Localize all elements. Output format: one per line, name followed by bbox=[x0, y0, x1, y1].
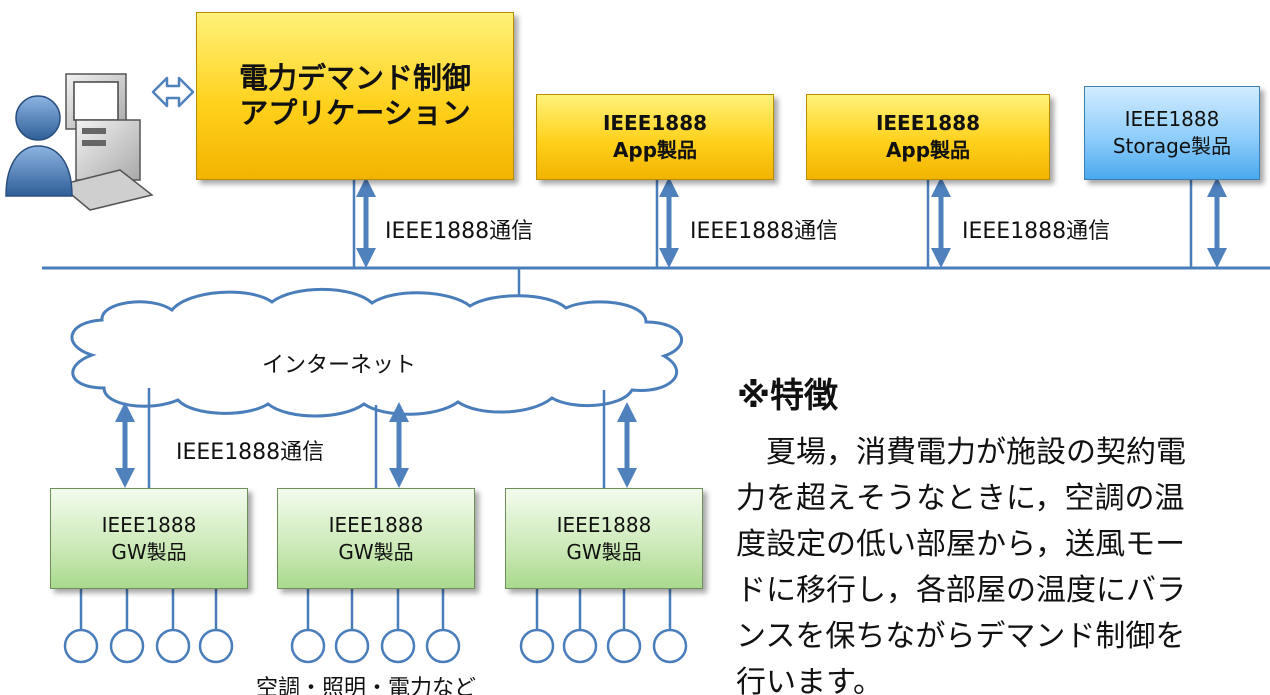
comm-label-2: IEEE1888通信 bbox=[690, 219, 839, 244]
gw-product-box-3: IEEE1888 GW製品 bbox=[505, 488, 703, 589]
gw-product-box-1: IEEE1888 GW製品 bbox=[50, 488, 248, 589]
feature-title: ※特徴 bbox=[737, 376, 839, 416]
app-product-1-line2: App製品 bbox=[612, 138, 698, 162]
gw-product-1-line1: IEEE1888 bbox=[101, 512, 197, 537]
app-product-2-line2: App製品 bbox=[885, 138, 971, 162]
gw-product-1-line2: GW製品 bbox=[111, 539, 187, 564]
comm-label-1: IEEE1888通信 bbox=[385, 219, 534, 244]
comm-label-3: IEEE1888通信 bbox=[962, 219, 1111, 244]
gw-product-3-line1: IEEE1888 bbox=[556, 512, 652, 537]
internet-label: インターネット bbox=[262, 353, 417, 378]
feature-body: 夏場，消費電力が施設の契約電 力を超えそうなときに，空調の温 度設定の低い部屋か… bbox=[736, 435, 1186, 695]
app-box-line1: 電力デマンド制御 bbox=[238, 61, 471, 95]
comm-label-gw: IEEE1888通信 bbox=[176, 440, 325, 465]
app-product-2-line1: IEEE1888 bbox=[875, 111, 981, 135]
storage-product-line2: Storage製品 bbox=[1112, 134, 1232, 158]
app-product-box-2: IEEE1888 App製品 bbox=[806, 94, 1050, 180]
devices-caption: 空調・照明・電力など bbox=[256, 676, 477, 695]
device-nodes-group-3 bbox=[519, 589, 688, 664]
gw-product-2-line2: GW製品 bbox=[338, 539, 414, 564]
device-nodes-group-2 bbox=[290, 589, 461, 664]
storage-product-line1: IEEE1888 bbox=[1124, 107, 1220, 131]
user-computer-icon bbox=[5, 73, 154, 211]
gw-product-2-line1: IEEE1888 bbox=[328, 512, 424, 537]
app-box-line2: アプリケーション bbox=[239, 96, 471, 130]
internet-cloud bbox=[70, 287, 684, 418]
user-app-double-arrow bbox=[151, 76, 195, 108]
gw-product-box-2: IEEE1888 GW製品 bbox=[277, 488, 475, 589]
app-product-1-line1: IEEE1888 bbox=[602, 111, 708, 135]
device-nodes-group-1 bbox=[63, 589, 234, 664]
app-product-box-1: IEEE1888 App製品 bbox=[536, 94, 774, 180]
storage-product-box: IEEE1888 Storage製品 bbox=[1084, 86, 1260, 180]
gw-product-3-line2: GW製品 bbox=[566, 539, 642, 564]
demand-control-app-box: 電力デマンド制御 アプリケーション bbox=[196, 12, 514, 180]
